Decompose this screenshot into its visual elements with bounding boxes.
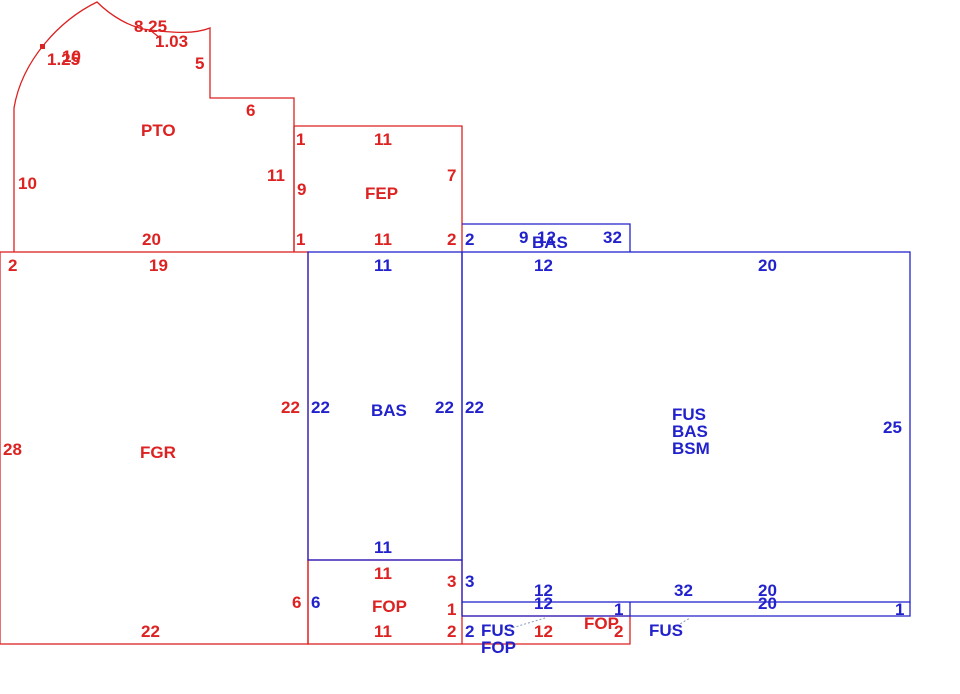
label-fus-right: FUS (649, 621, 683, 640)
dim-main-12: 12 (534, 256, 553, 275)
leader-line (504, 617, 546, 631)
label-fus-main: FUS (672, 405, 706, 424)
dim-strip-12: 12 (534, 594, 553, 613)
dim-bastop-9: 9 (519, 228, 528, 247)
dim-main-1: 1 (614, 600, 623, 619)
main-block-outline (461, 251, 911, 603)
dim-fep-9: 9 (297, 180, 306, 199)
dim-fep-11a: 11 (374, 130, 392, 149)
dim-fep-11b: 11 (374, 230, 392, 249)
dim-fop-3: 3 (447, 572, 456, 591)
dim-fop-1: 1 (447, 600, 456, 619)
dim-fep-1b: 1 (296, 230, 305, 249)
label-fop-right: FOP (584, 614, 619, 633)
dim-bot-2r: 2 (614, 622, 623, 641)
dim-pto-11: 11 (267, 166, 285, 185)
pto-arc-tick (149, 29, 161, 39)
dim-main-12b: 12 (534, 581, 553, 600)
dim-main-32: 32 (674, 581, 693, 600)
dim-strip-1: 1 (895, 600, 904, 619)
label-fus-bottom: FUS (481, 621, 515, 640)
dim-fgr-22b: 22 (141, 622, 160, 641)
dim-bastop-32: 32 (603, 228, 622, 247)
fus-strip-outline (461, 602, 911, 617)
dim-pto-6: 6 (246, 101, 255, 120)
dim-fgr-28: 28 (3, 440, 22, 459)
dim-fop-6r: 6 (311, 593, 320, 612)
dim-pto-103: 1.03 (155, 32, 188, 51)
dim-fgr-22r: 22 (281, 398, 300, 417)
dim-fop-11b: 11 (374, 622, 392, 641)
label-fgr: FGR (140, 443, 176, 462)
dim-pto-10a: 10 (62, 47, 81, 66)
dim-fop-2: 2 (447, 622, 456, 641)
label-fop-lower: FOP (372, 597, 407, 616)
dim-bot-12: 12 (534, 622, 553, 641)
pto-marker (40, 44, 45, 49)
dim-main-20: 20 (758, 256, 777, 275)
pto-outline (13, 1, 295, 252)
dim-main-3: 3 (465, 572, 474, 591)
bas-top-outline (462, 223, 631, 252)
dim-pto-20: 20 (142, 230, 161, 249)
dim-strip-20: 20 (758, 594, 777, 613)
dim-bot-2: 2 (465, 622, 474, 641)
label-bas-main: BAS (672, 422, 708, 441)
dim-fgr-2: 2 (8, 256, 17, 275)
fep-outline (293, 125, 463, 252)
label-bas-top: BAS (532, 233, 568, 252)
dim-bas-11b: 11 (374, 538, 392, 557)
dim-bas-11t: 11 (374, 256, 392, 275)
dim-bas-22r: 22 (435, 398, 454, 417)
dim-pto-10: 10 (18, 174, 37, 193)
label-fop-bottom: FOP (481, 638, 516, 657)
label-bsm-main: BSM (672, 439, 710, 458)
dim-pto-125: 1.25 (47, 50, 80, 69)
dim-main-22: 22 (465, 398, 484, 417)
dim-pto-arc: 8.25 (134, 17, 167, 36)
dim-pto-5: 5 (195, 54, 204, 73)
dim-fop-6l: 6 (292, 593, 301, 612)
dim-fep-7: 7 (447, 166, 456, 185)
dim-fgr-19: 19 (149, 256, 168, 275)
dim-fep-2: 2 (447, 230, 456, 249)
label-fep: FEP (365, 184, 398, 203)
dim-bastop-2: 2 (465, 230, 474, 249)
dim-main-20b: 20 (758, 581, 777, 600)
dim-bas-22l: 22 (311, 398, 330, 417)
dim-fep-1a: 1 (296, 130, 305, 149)
dim-bastop-12: 12 (537, 228, 556, 247)
label-bas-center: BAS (371, 401, 407, 420)
label-pto: PTO (141, 121, 176, 140)
dim-fop-11t: 11 (374, 564, 392, 583)
dim-main-25: 25 (883, 418, 902, 437)
